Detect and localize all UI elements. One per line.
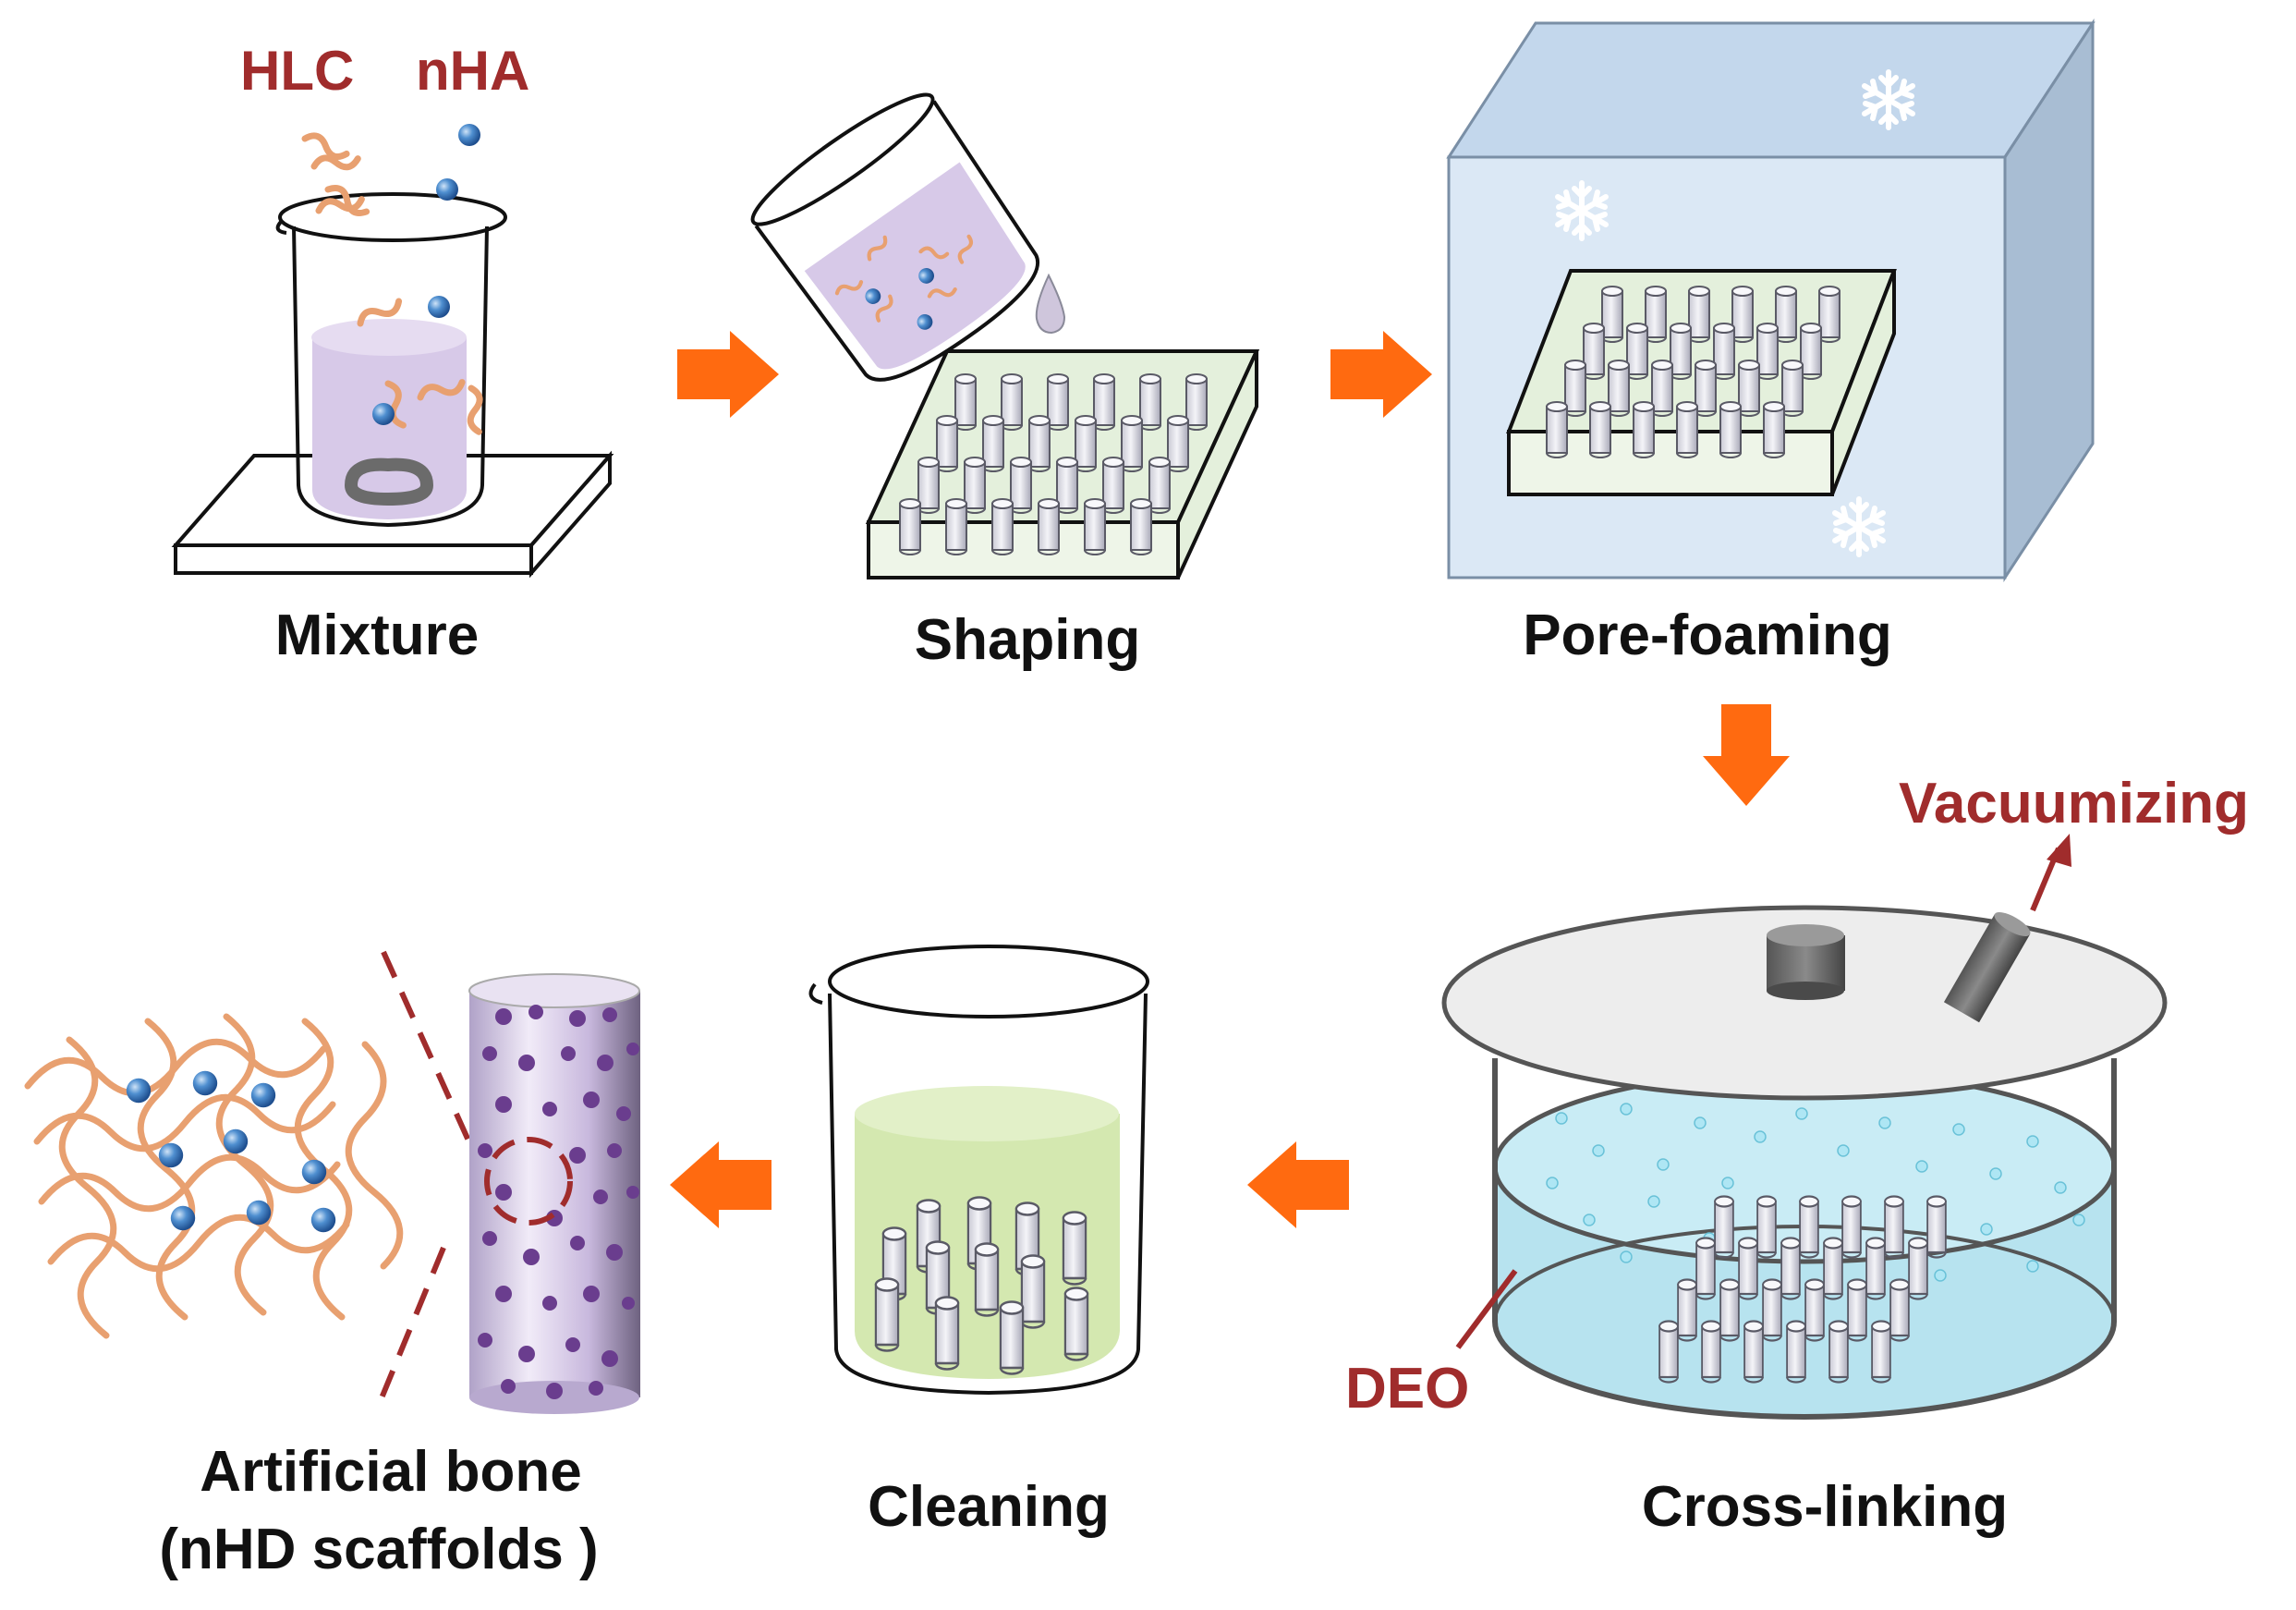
divider-dashed-line — [376, 1246, 446, 1407]
nhd-scaffolds-label: (nHD scaffolds ) — [159, 1518, 598, 1581]
deo-label: DEO — [1345, 1357, 1469, 1421]
vacuum-valve-icon — [1943, 912, 2031, 1023]
fiber-network-icon — [24, 1013, 404, 1339]
arrow-left-icon — [1247, 1141, 1349, 1228]
zoom-circle — [484, 1137, 573, 1226]
pore-foaming-label: Pore-foaming — [1523, 604, 1892, 667]
pore-foaming-step: Pore-foaming — [1446, 18, 2096, 667]
cross-linking-label: Cross-linking — [1642, 1475, 2008, 1539]
cross-linking-step: Vacuumizing DEO Cross-linking — [1345, 772, 2249, 1539]
arrow-down-icon — [1703, 704, 1790, 806]
freezer-icon — [1446, 18, 2096, 583]
arrow-right-icon — [1330, 331, 1432, 418]
pouring-beaker-icon — [750, 92, 1040, 382]
beaker-icon — [808, 945, 1149, 1396]
lid-knob-icon — [1767, 924, 1845, 1000]
mixture-label: Mixture — [275, 604, 479, 667]
vacuumizing-label: Vacuumizing — [1899, 772, 2249, 835]
nha-label: nHA — [416, 40, 529, 102]
shaping-label: Shaping — [915, 608, 1141, 672]
cleaning-label: Cleaning — [868, 1475, 1110, 1539]
artificial-bone-label: Artificial bone — [200, 1440, 581, 1504]
droplet-icon — [1035, 273, 1066, 335]
mixture-step: HLC nHA Mixture — [171, 40, 614, 667]
shaping-step: Shaping — [750, 92, 1260, 672]
arrow-right-icon — [677, 331, 779, 418]
desiccator-icon — [1441, 834, 2168, 1420]
scaffold-cylinder-icon — [468, 973, 640, 1414]
cleaning-step: Cleaning — [808, 945, 1149, 1539]
arrow-left-icon — [670, 1141, 771, 1228]
deo-pointer — [1455, 1269, 1518, 1349]
beaker-icon — [275, 192, 507, 528]
artificial-bone-step: Artificial bone (nHD scaffolds ) — [24, 950, 640, 1581]
mold-icon — [865, 349, 1260, 579]
mold-icon — [1506, 269, 1897, 496]
hlc-label: HLC — [240, 40, 354, 102]
bubbles — [1546, 1103, 2085, 1282]
